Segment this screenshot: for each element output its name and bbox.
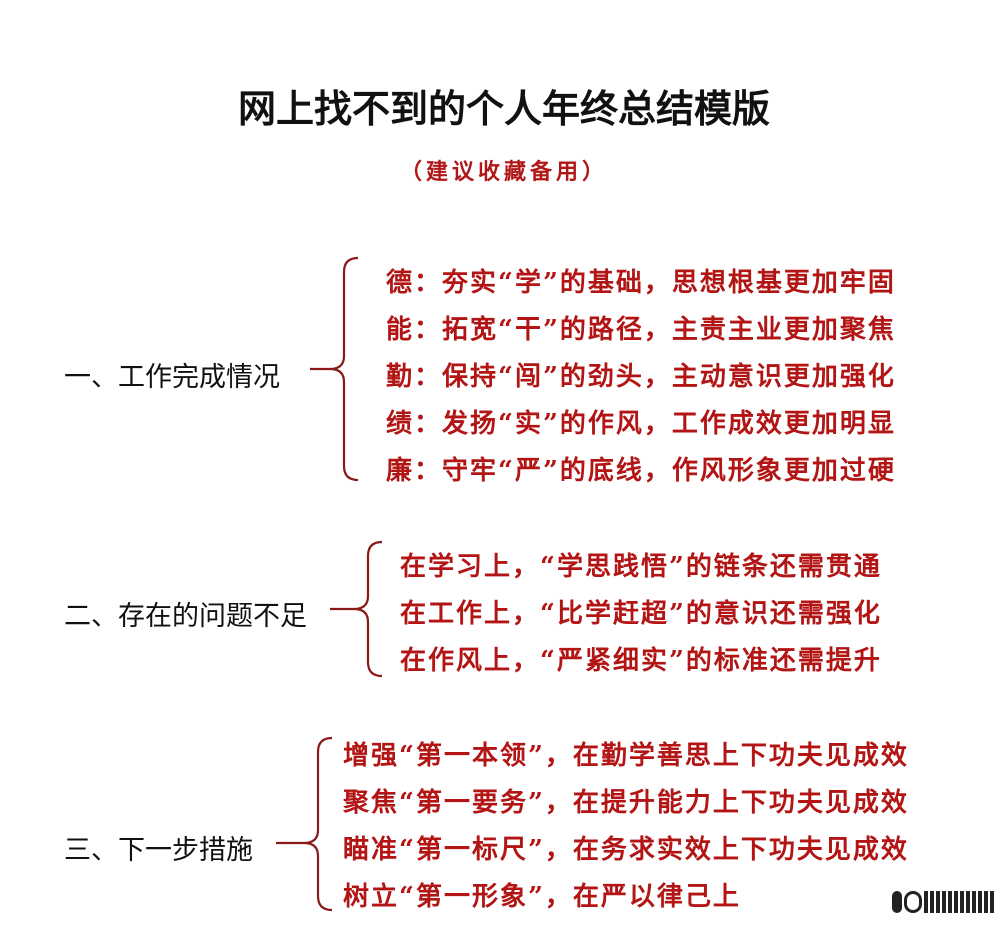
section-1-item: 德：夯实“学”的基础，思想根基更加牢固 [386,268,896,298]
brace-2 [330,540,383,678]
section-1-heading: 一、工作完成情况 [64,362,280,393]
section-3-item: 树立“第一形象”，在严以律己上 [343,882,741,912]
section-2-item: 在作风上，“严紧细实”的标准还需提升 [400,646,882,676]
watermark-logo [892,889,994,915]
section-3-item: 瞄准“第一标尺”，在务求实效上下功夫见成效 [343,835,909,865]
section-3-item: 聚焦“第一要务”，在提升能力上下功夫见成效 [343,788,909,818]
section-3-heading: 三、下一步措施 [64,835,253,866]
section-3-item: 增强“第一本领”，在勤学善思上下功夫见成效 [343,741,909,771]
section-2-item: 在学习上，“学思践悟”的链条还需贯通 [400,552,882,582]
section-2-item: 在工作上，“比学赶超”的意识还需强化 [400,599,882,629]
brace-3 [276,736,333,912]
document-subtitle: （建议收藏备用） [399,159,608,185]
document-title: 网上找不到的个人年终总结模版 [237,87,770,131]
section-1-item: 廉：守牢“严”的底线，作风形象更加过硬 [386,456,896,486]
section-1-item: 绩：发扬“实”的作风，工作成效更加明显 [386,409,896,439]
brace-1 [310,256,359,482]
section-1-item: 能：拓宽“干”的路径，主责主业更加聚焦 [386,315,896,345]
section-2-heading: 二、存在的问题不足 [64,601,307,632]
section-1-item: 勤：保持“闯”的劲头，主动意识更加强化 [386,362,896,392]
